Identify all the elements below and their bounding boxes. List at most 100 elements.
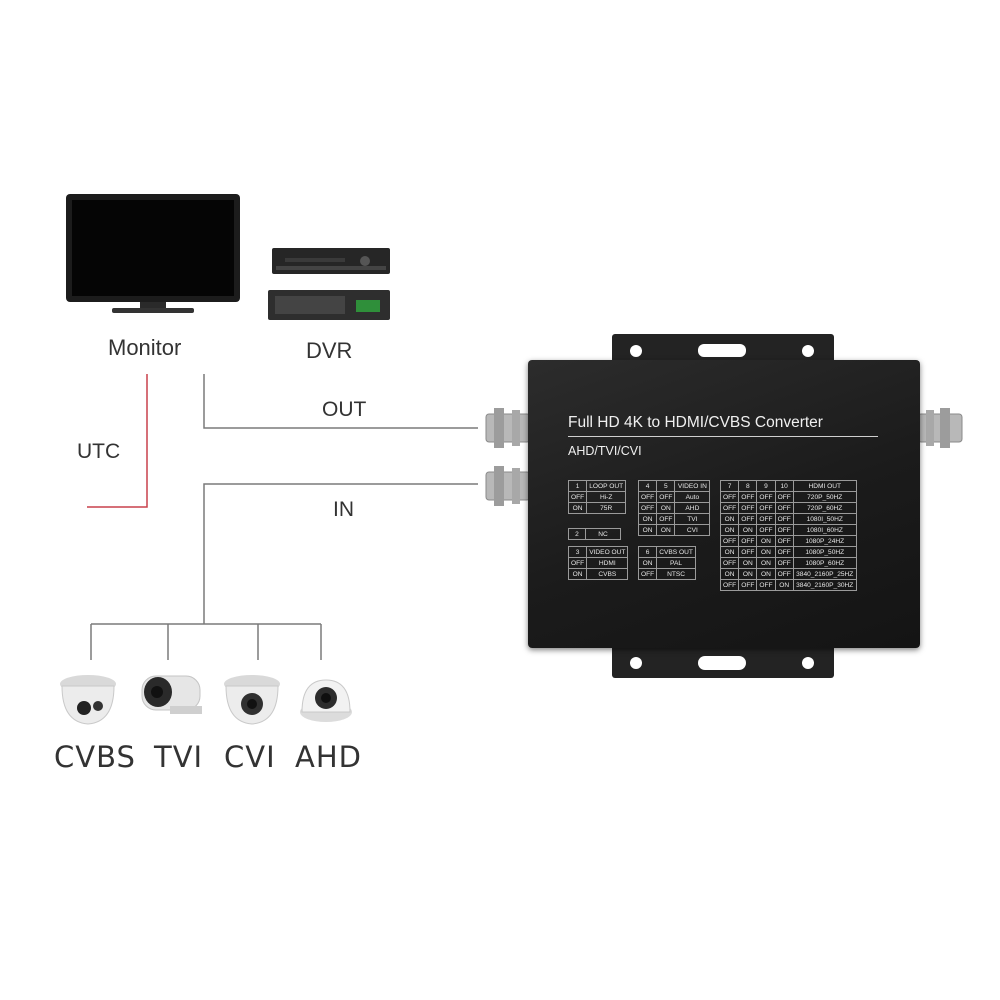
dip-table-cell: OFF	[756, 513, 776, 525]
dip-table-header-cell: 2	[568, 528, 586, 540]
dip-table-cell: ON	[567, 568, 588, 580]
dvr-icon	[268, 248, 390, 320]
dip-table-cell: OFF	[567, 491, 588, 503]
dip-table-cell: ON	[719, 568, 740, 580]
dip-table-cell: OFF	[637, 502, 658, 514]
dip-table-cell: OFF	[774, 557, 794, 569]
dip-table-cell: 1080I_50HZ	[792, 513, 857, 525]
dip-table-header-cell: 5	[656, 480, 676, 492]
dip-table-cell: CVBS	[586, 568, 629, 580]
camera-label-ahd: AHD	[295, 740, 362, 774]
dip-table-cell: OFF	[567, 557, 588, 569]
dip-table-header-cell: 7	[719, 480, 740, 492]
dip-table-cell: 720P_60HZ	[792, 502, 857, 514]
converter-mount-tabs	[612, 334, 834, 678]
dip-table-cell: OFF	[738, 513, 758, 525]
dip-table-cell: OFF	[719, 502, 740, 514]
dip-table-cell: OFF	[656, 513, 676, 525]
dip-table-header-cell: 10	[774, 480, 794, 492]
dip-table-cell: ON	[656, 502, 676, 514]
dip-table-cell: CVI	[674, 524, 711, 536]
dip-table-cell: 3840_2160P_25HZ	[792, 568, 857, 580]
dip-table-cell: 1080I_60HZ	[792, 524, 857, 536]
tvi-camera-icon	[141, 675, 202, 714]
dip-table-cell: 75R	[586, 502, 627, 514]
dip-table-cell: OFF	[774, 513, 794, 525]
dip-table-cell: TVI	[674, 513, 711, 525]
dip-table-cell: ON	[756, 546, 776, 558]
dip-table-cell: 1080P_50HZ	[792, 546, 857, 558]
dvr-label: DVR	[306, 338, 353, 363]
monitor-label: Monitor	[108, 335, 182, 360]
utc-label: UTC	[77, 440, 121, 463]
dip-table-cell: ON	[719, 524, 740, 536]
camera-label-cvbs: CVBS	[54, 740, 136, 774]
dip-table-cell: OFF	[637, 568, 658, 580]
cvi-camera-icon	[224, 675, 280, 725]
out-label: OUT	[322, 398, 367, 421]
dip-table-header-cell: 4	[637, 480, 658, 492]
dip-table-cell: OFF	[774, 524, 794, 536]
utc-line	[87, 374, 148, 508]
out-line	[203, 374, 478, 429]
dip-table-cell: ON	[719, 513, 740, 525]
converter-title-rule	[568, 436, 878, 437]
dip-table-cell: OFF	[719, 491, 740, 503]
dip-table-header-cell: VIDEO IN	[674, 480, 711, 492]
dip-table-cell: ON	[637, 524, 658, 536]
camera-label-tvi: TVI	[154, 740, 204, 774]
dip-table-cell: OFF	[738, 502, 758, 514]
in-label: IN	[333, 498, 354, 521]
dip-table-cell: OFF	[756, 524, 776, 536]
dip-table-header-cell: 6	[637, 546, 658, 558]
dip-table-cell: PAL	[656, 557, 696, 569]
camera-label-cvi: CVI	[224, 740, 276, 774]
dip-table-cell: AHD	[674, 502, 711, 514]
dip-table-cell: OFF	[637, 491, 658, 503]
cvbs-camera-icon	[60, 675, 116, 725]
dip-table-cell: ON	[756, 535, 776, 547]
dip-table-cell: OFF	[719, 579, 740, 591]
dip-table-cell: ON	[656, 524, 676, 536]
dip-table-header-cell: VIDEO OUT	[586, 546, 629, 558]
dip-table-cell: OFF	[756, 502, 776, 514]
dip-table-cell: 1080P_60HZ	[792, 557, 857, 569]
ahd-camera-icon	[300, 679, 352, 722]
in-line	[203, 483, 478, 624]
dip-table-cell: ON	[719, 546, 740, 558]
dip-table-cell: OFF	[774, 535, 794, 547]
dip-table-cell: OFF	[756, 579, 776, 591]
dip-table-cell: NTSC	[656, 568, 696, 580]
dip-table-cell: ON	[738, 524, 758, 536]
dip-table-header-cell: CVBS OUT	[656, 546, 696, 558]
dip-table-cell: ON	[637, 513, 658, 525]
dip-table-header-cell: HDMI OUT	[792, 480, 857, 492]
dip-table-cell: 3840_2160P_30HZ	[792, 579, 857, 591]
dip-table-header-cell: 1	[567, 480, 588, 492]
dip-table-header-cell: NC	[585, 528, 621, 540]
